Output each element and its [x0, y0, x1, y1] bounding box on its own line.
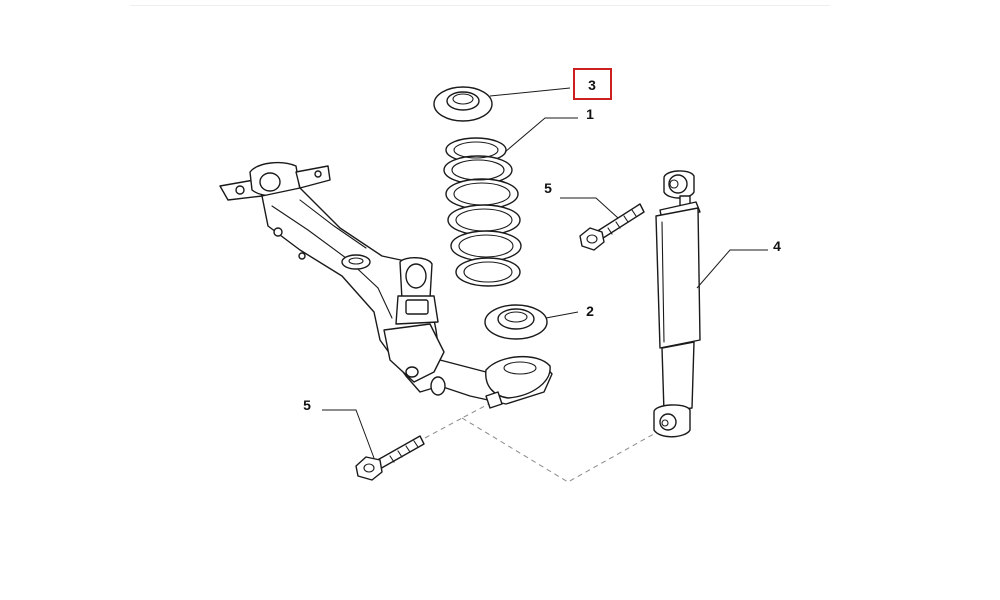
lower-spring-seat [484, 304, 548, 340]
callout-labels: 3 1 2 4 5 5 [303, 68, 781, 413]
callout-5-upper-label[interactable]: 5 [544, 180, 552, 196]
callout-2-label[interactable]: 2 [586, 303, 594, 319]
coil-spring [443, 137, 522, 287]
callout-4-label[interactable]: 4 [773, 238, 781, 254]
callout-1-label[interactable]: 1 [586, 106, 594, 122]
rear-subframe [219, 161, 553, 409]
callout-leaders [322, 87, 768, 459]
highlight-box-callout-3 [573, 68, 612, 100]
callout-5-lower-label[interactable]: 5 [303, 397, 311, 413]
upper-spring-seat [433, 86, 493, 122]
assembly-dashed-lines [424, 397, 669, 483]
upper-shock-bolt [579, 203, 645, 251]
lower-shock-bolt [355, 435, 425, 481]
shock-absorber [653, 170, 701, 438]
callout-3-label[interactable]: 3 [588, 77, 596, 93]
top-divider [130, 5, 830, 6]
